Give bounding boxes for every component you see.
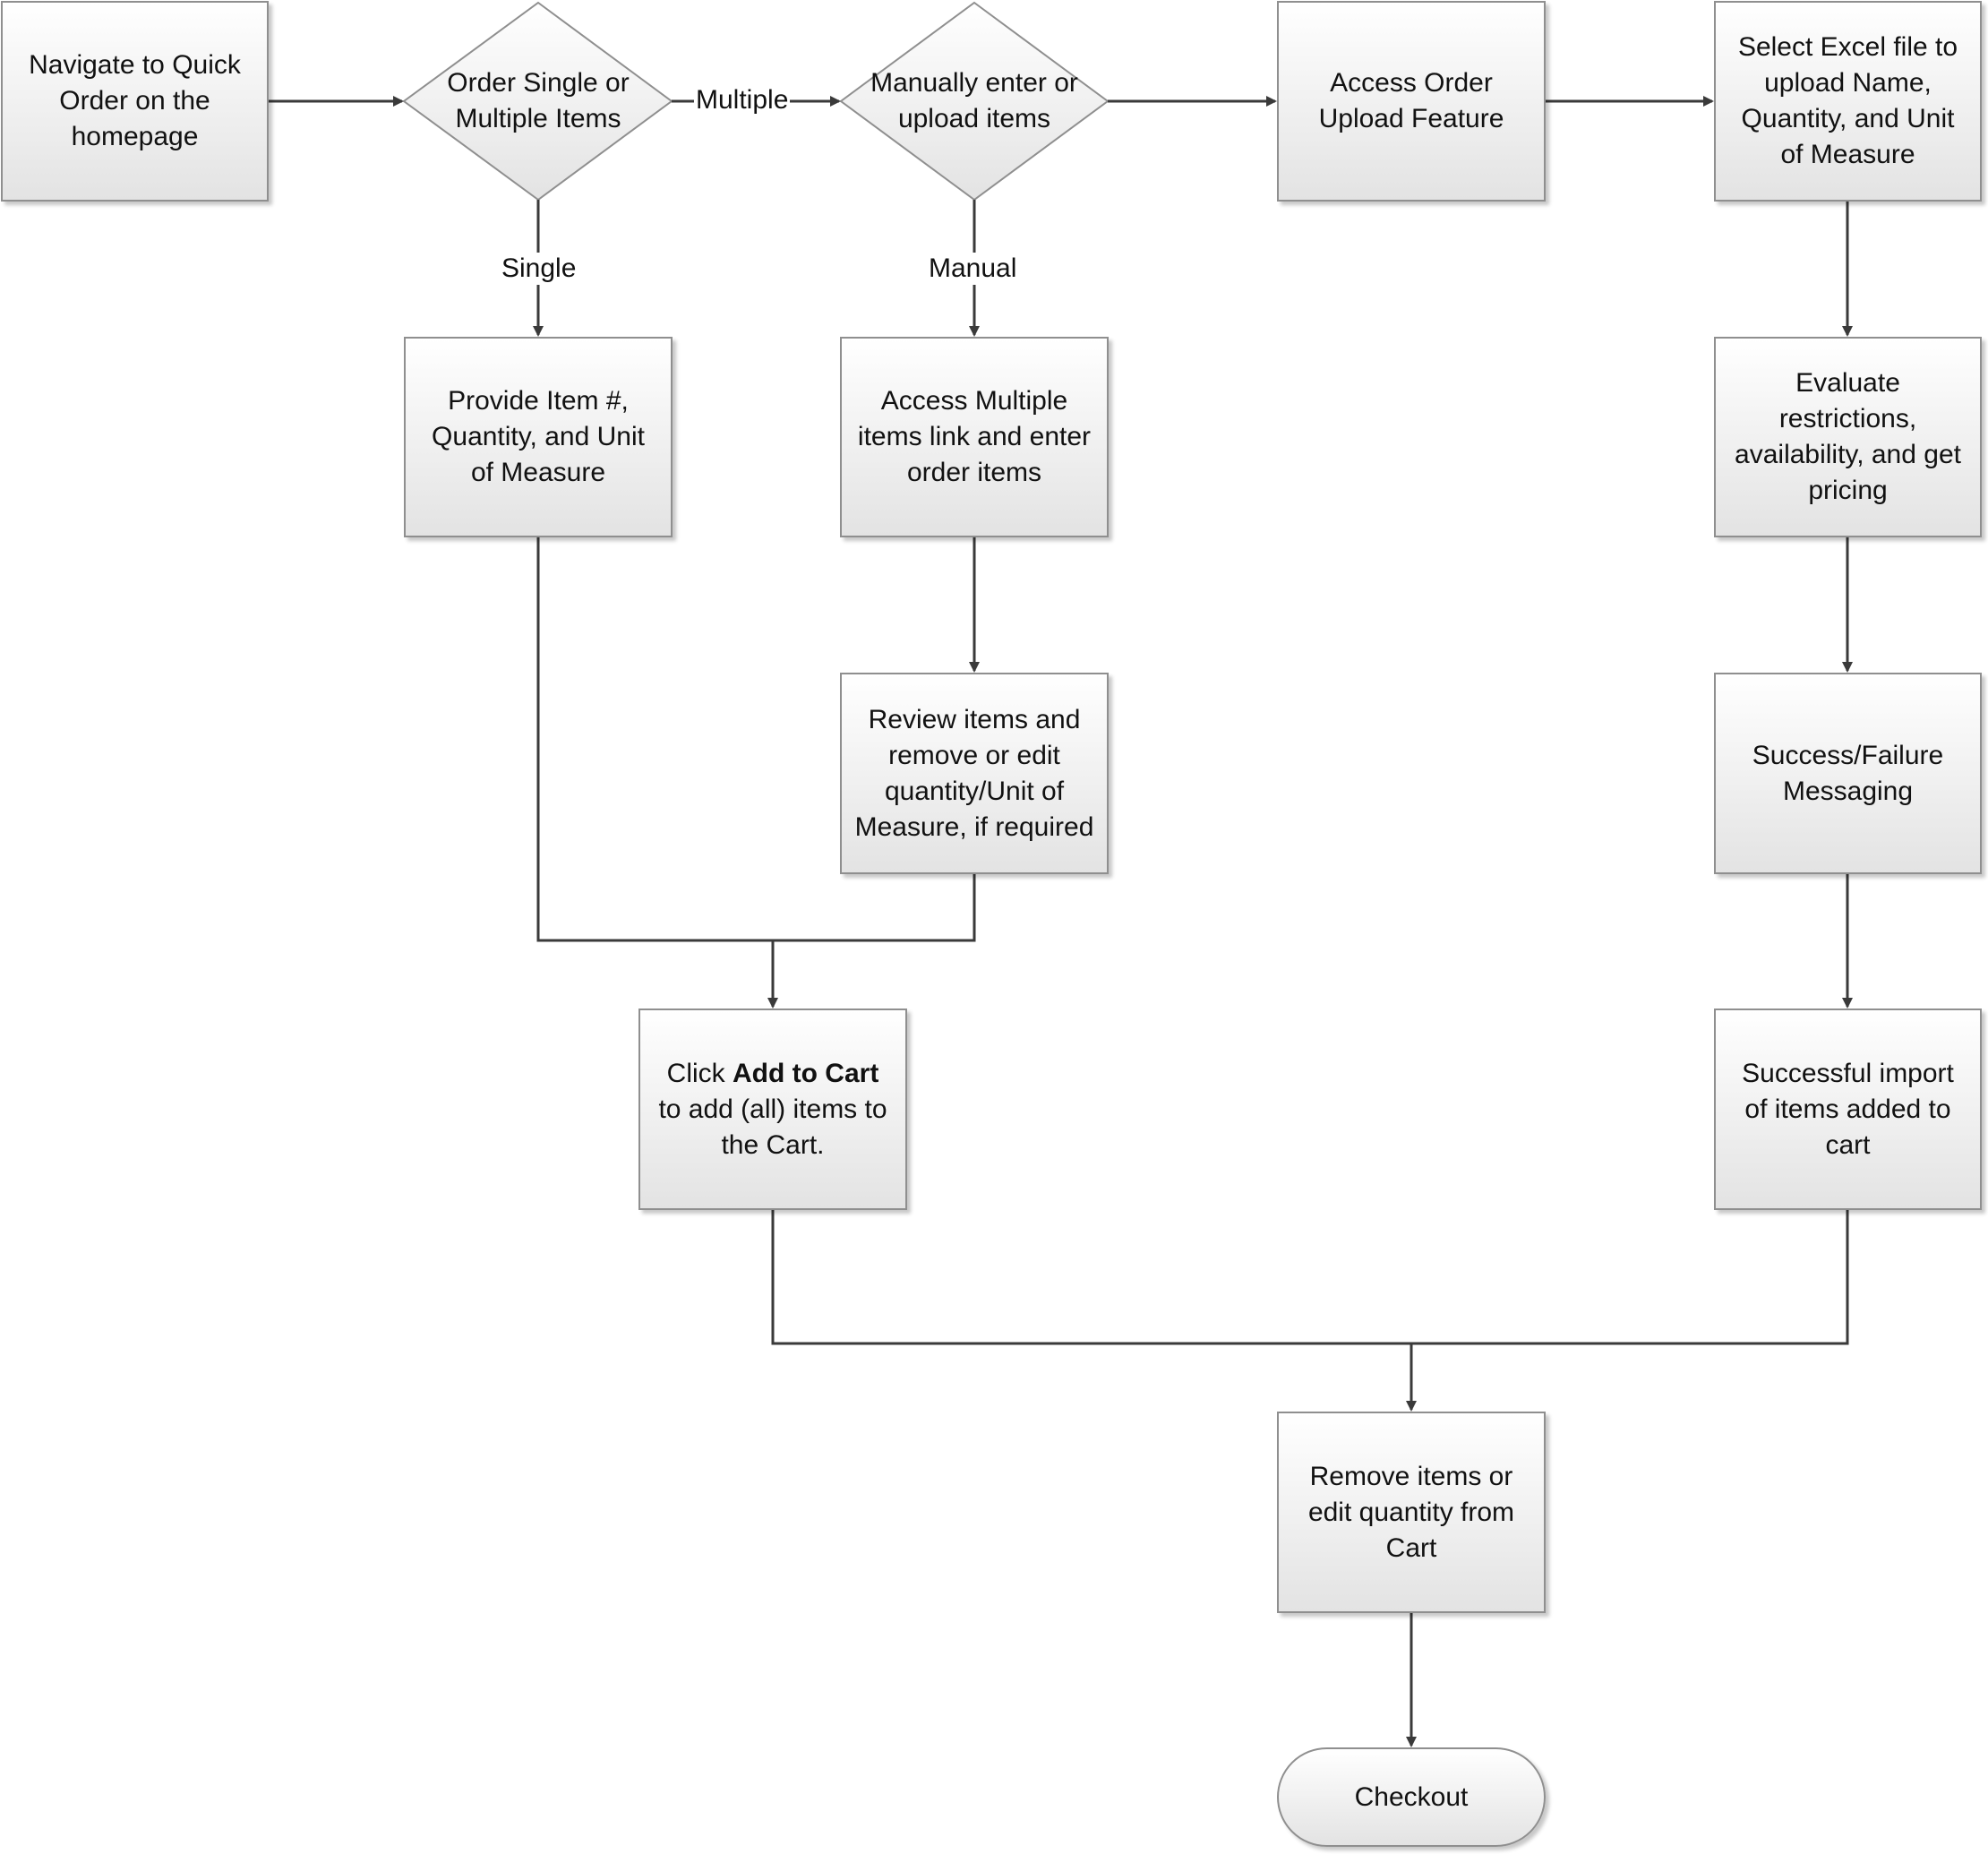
step-access-multiple-items-label: Access Multiple items link and enter ord… xyxy=(857,386,1092,487)
step-select-excel-file: Select Excel file to upload Name, Quanti… xyxy=(1714,1,1982,202)
step-access-order-upload-label: Access Order Upload Feature xyxy=(1318,68,1504,133)
step-remove-edit-cart-label: Remove items or edit quantity from Cart xyxy=(1307,1461,1515,1563)
decision-single-multiple: Order Single or Multiple Items xyxy=(430,56,647,146)
step-successful-import: Successful import of items added to cart xyxy=(1714,1009,1982,1210)
decision-manual-upload-label: Manually enter or upload items xyxy=(870,68,1078,133)
decision-single-multiple-label: Order Single or Multiple Items xyxy=(447,68,630,133)
edge-provide-to-merge xyxy=(536,537,976,942)
edge-add-to-cart-to-merge xyxy=(771,1210,1849,1345)
step-provide-item-label: Provide Item #, Quantity, and Unit of Me… xyxy=(432,386,645,487)
step-provide-item: Provide Item #, Quantity, and Unit of Me… xyxy=(404,337,673,537)
edge-label-multiple: Multiple xyxy=(694,84,791,116)
step-review-items-label: Review items and remove or edit quantity… xyxy=(854,704,1094,842)
step-evaluate-restrictions: Evaluate restrictions, availability, and… xyxy=(1714,337,1982,537)
step-successful-import-label: Successful import of items added to cart xyxy=(1742,1058,1954,1160)
decision-manual-upload: Manually enter or upload items xyxy=(867,56,1082,146)
step-navigate-quick-order-label: Navigate to Quick Order on the homepage xyxy=(29,50,241,151)
step-navigate-quick-order: Navigate to Quick Order on the homepage xyxy=(1,1,269,202)
step-remove-edit-cart: Remove items or edit quantity from Cart xyxy=(1277,1412,1546,1613)
step-evaluate-restrictions-label: Evaluate restrictions, availability, and… xyxy=(1735,368,1961,505)
step-success-failure-messaging-label: Success/Failure Messaging xyxy=(1752,740,1944,806)
step-review-items: Review items and remove or edit quantity… xyxy=(840,673,1109,874)
edge-label-single: Single xyxy=(500,253,578,285)
terminal-checkout-label: Checkout xyxy=(1354,1781,1469,1812)
step-access-order-upload: Access Order Upload Feature xyxy=(1277,1,1546,202)
step-add-to-cart-label: Click Add to Cart to add (all) items to … xyxy=(653,1056,893,1163)
step-success-failure-messaging: Success/Failure Messaging xyxy=(1714,673,1982,874)
edge-label-manual: Manual xyxy=(927,253,1019,285)
step-select-excel-file-label: Select Excel file to upload Name, Quanti… xyxy=(1737,32,1958,169)
add-to-cart-bold: Add to Cart xyxy=(733,1058,879,1088)
step-add-to-cart: Click Add to Cart to add (all) items to … xyxy=(638,1009,907,1210)
add-to-cart-suffix: to add (all) items to the Cart. xyxy=(658,1094,887,1160)
terminal-checkout: Checkout xyxy=(1277,1747,1546,1847)
add-to-cart-prefix: Click xyxy=(666,1058,733,1088)
step-access-multiple-items: Access Multiple items link and enter ord… xyxy=(840,337,1109,537)
